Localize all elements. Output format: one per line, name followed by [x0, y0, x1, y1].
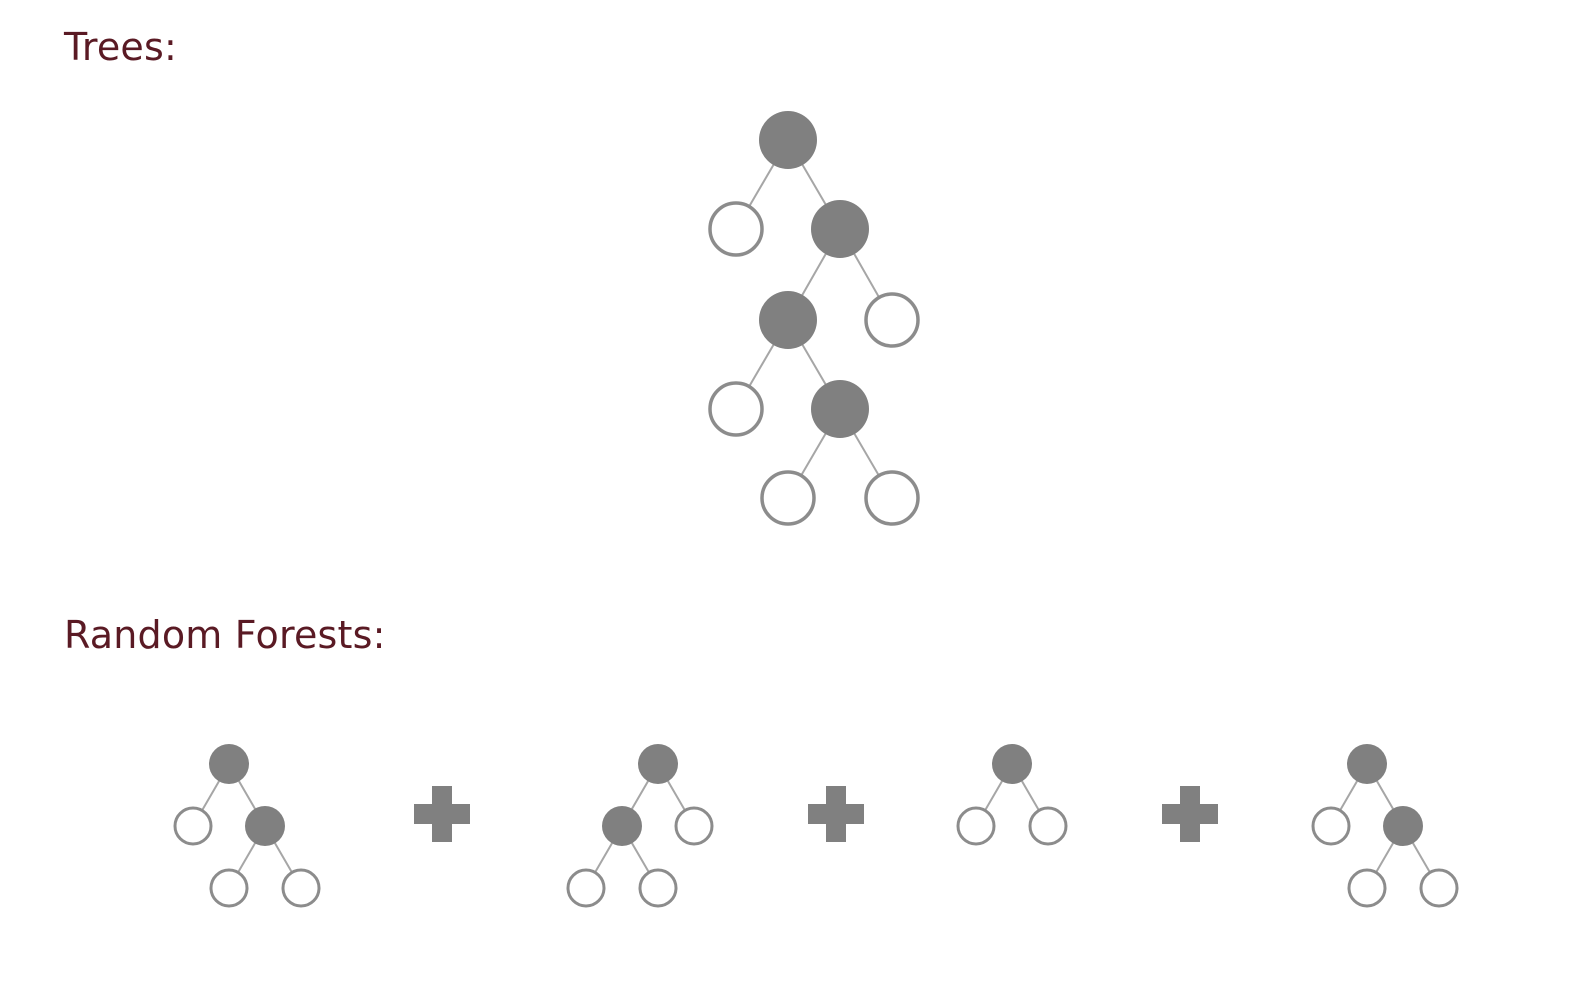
forest-leaf-node [638, 868, 678, 908]
forest-split-node [1347, 744, 1387, 784]
forest-leaf-node [173, 806, 213, 846]
tree-leaf-node [760, 470, 816, 526]
tree-leaf-node [864, 292, 920, 348]
forest-leaf-node [566, 868, 606, 908]
tree-leaf-node [864, 470, 920, 526]
plus-icon [808, 786, 864, 842]
forest-leaf-node [1028, 806, 1068, 846]
forest-split-node [638, 744, 678, 784]
forest-tree-3 [956, 744, 1068, 846]
forest-tree-4 [1311, 744, 1459, 908]
forest-split-node [992, 744, 1032, 784]
single-decision-tree [708, 111, 920, 526]
forest-leaf-node [1419, 868, 1459, 908]
forest-leaf-node [674, 806, 714, 846]
tree-split-node [811, 380, 869, 438]
forest-leaf-node [956, 806, 996, 846]
tree-nodes [708, 111, 920, 526]
plus-icon [414, 786, 470, 842]
tree-split-node [759, 291, 817, 349]
tree-split-node [811, 200, 869, 258]
random-forests-heading: Random Forests: [64, 613, 386, 657]
trees-heading: Trees: [64, 25, 177, 69]
forest-split-node [602, 806, 642, 846]
forest-leaf-node [1311, 806, 1351, 846]
plus-icon [1162, 786, 1218, 842]
tree-leaf-node [708, 381, 764, 437]
forest-split-node [209, 744, 249, 784]
forest-leaf-node [1347, 868, 1387, 908]
forest-leaf-node [209, 868, 249, 908]
forest-leaf-node [281, 868, 321, 908]
tree-leaf-node [708, 201, 764, 257]
tree-split-node [759, 111, 817, 169]
forest-split-node [1383, 806, 1423, 846]
forest-split-node [245, 806, 285, 846]
forest-tree-2 [566, 744, 714, 908]
forest-tree-1 [173, 744, 321, 908]
